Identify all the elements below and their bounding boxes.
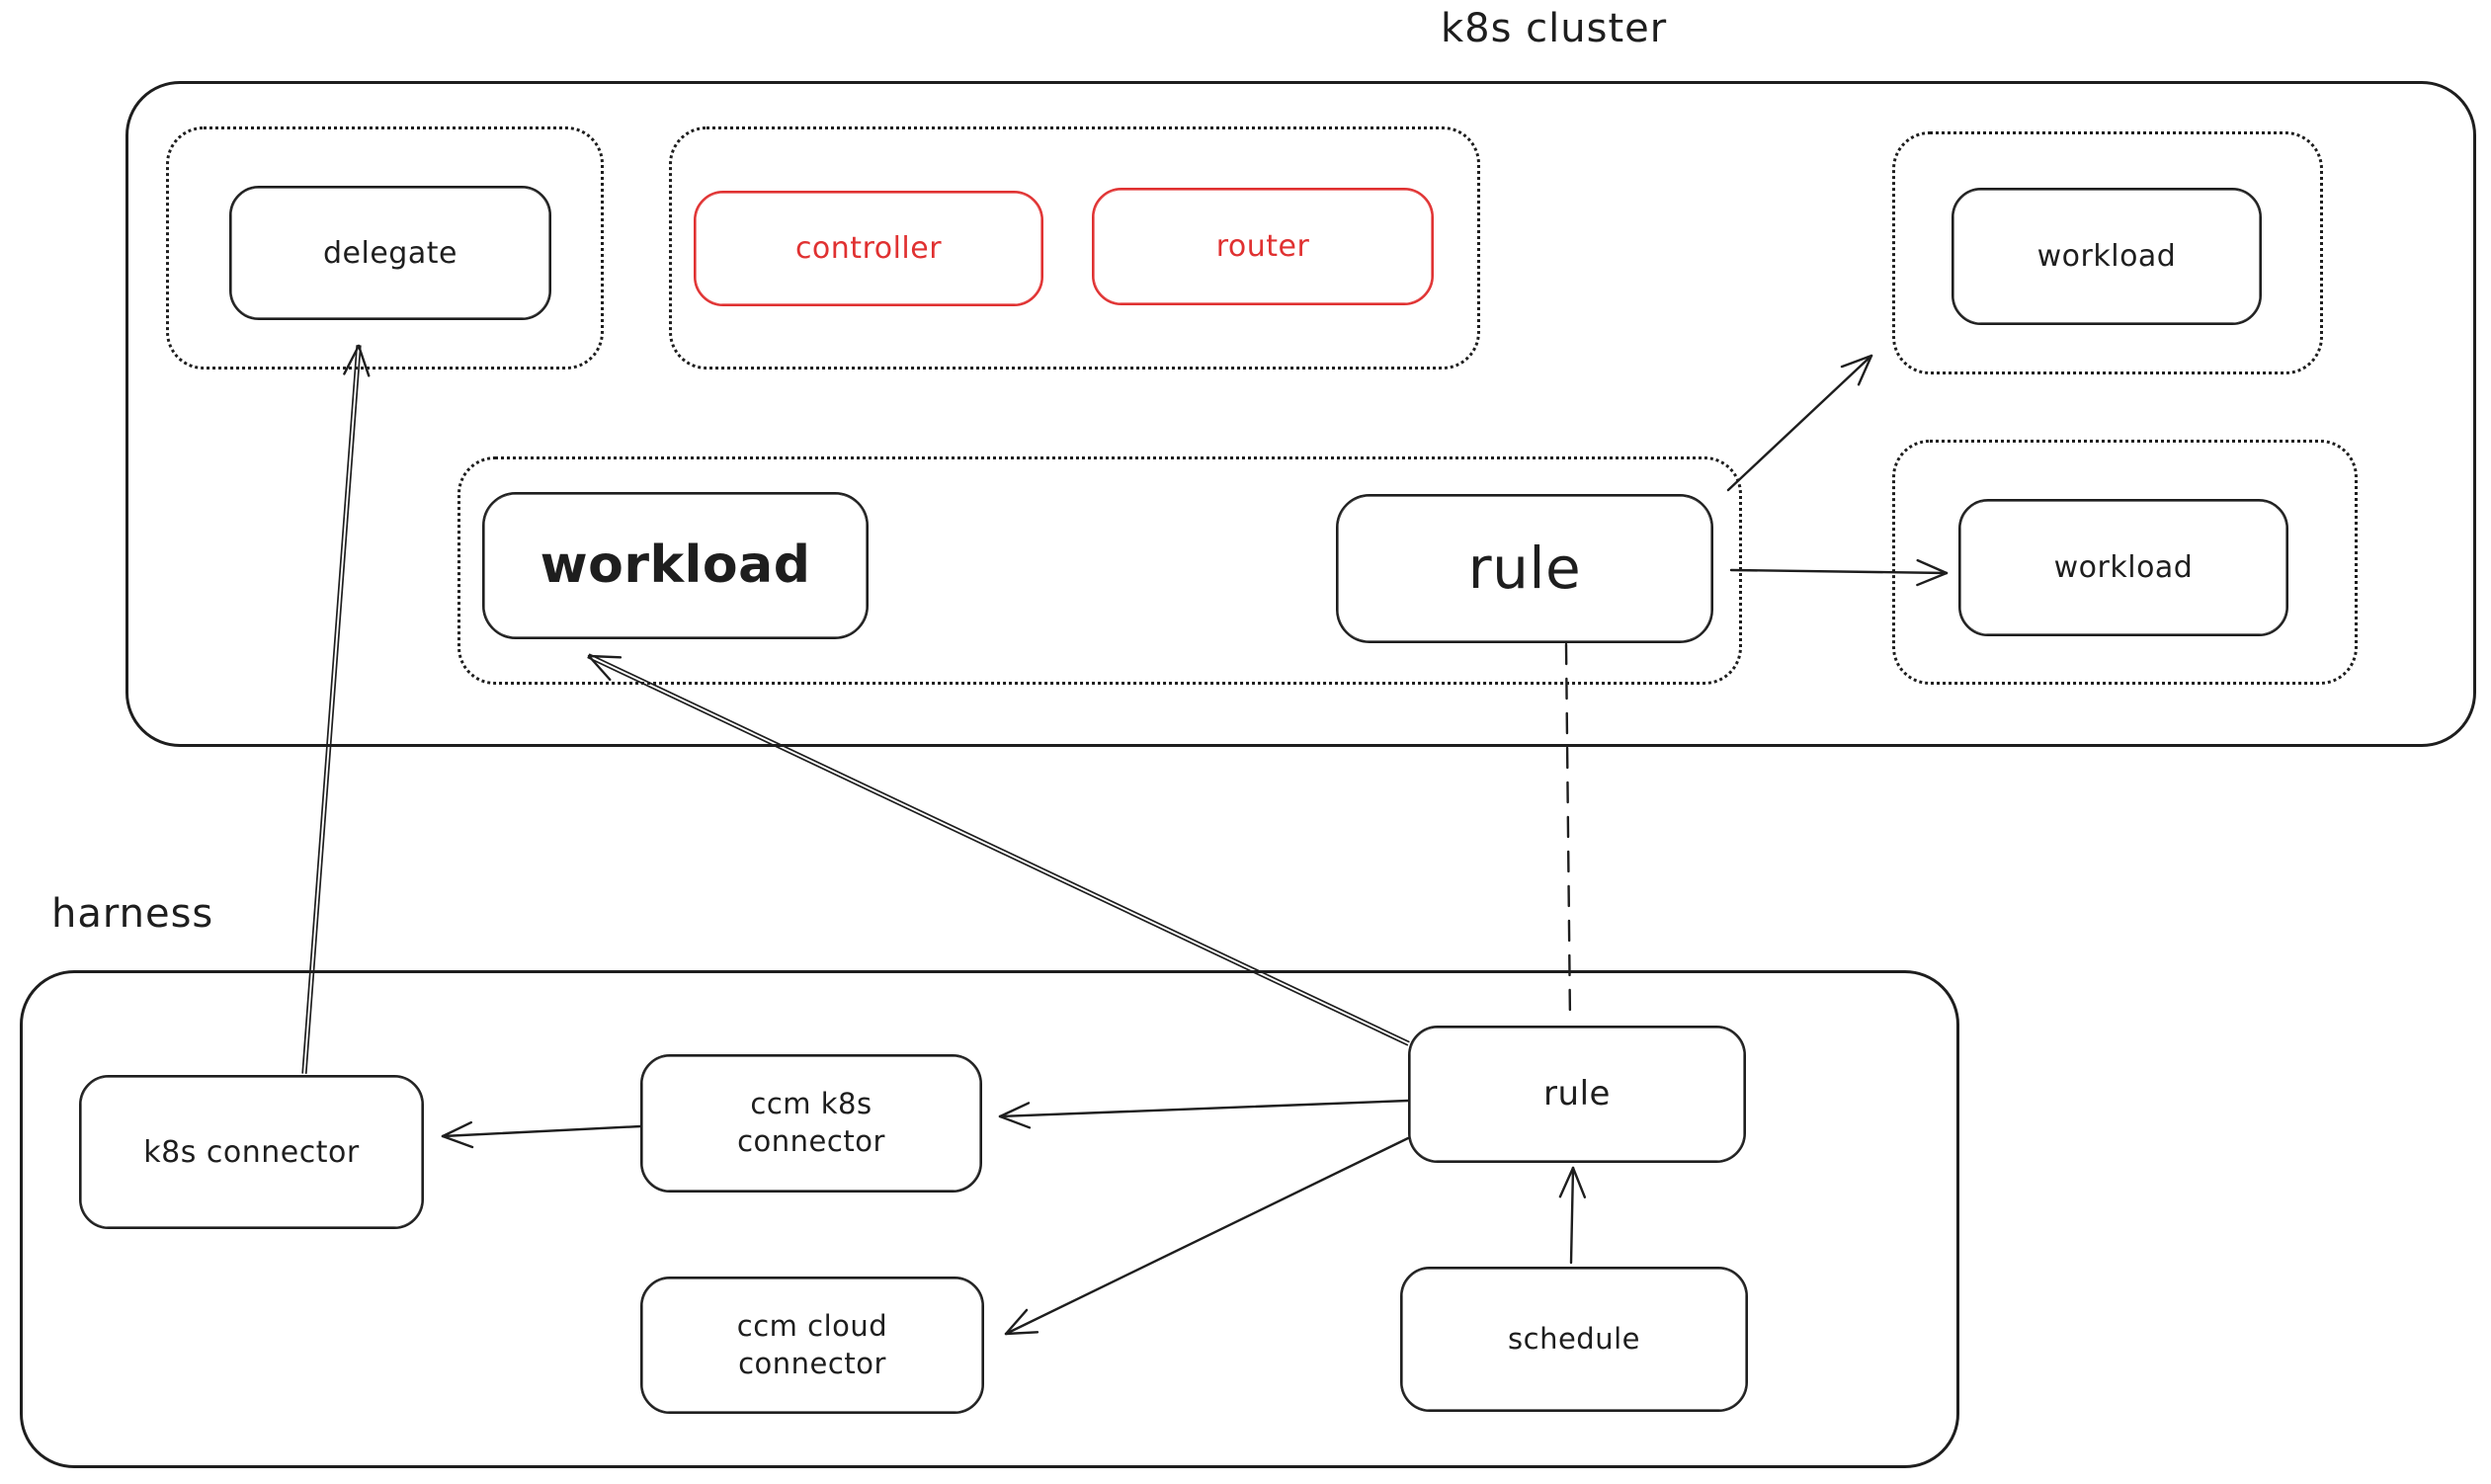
node-controller: controller: [694, 191, 1043, 306]
node-workload-main: workload: [482, 492, 869, 639]
node-k8s-connector-label: k8s connector: [143, 1134, 360, 1170]
node-workload-top-right-label: workload: [2036, 239, 2177, 274]
workload-top-right-group: [1892, 131, 2323, 374]
k8s-cluster-label: k8s cluster: [1441, 6, 1668, 51]
node-rule-cluster: rule: [1336, 494, 1713, 643]
node-ccm-k8s-connector: ccm k8s connector: [640, 1054, 982, 1193]
node-schedule-label: schedule: [1508, 1321, 1640, 1356]
delegate-group: [166, 126, 604, 370]
node-schedule: schedule: [1400, 1267, 1748, 1412]
node-workload-mid-right-label: workload: [2053, 550, 2194, 585]
node-router: router: [1092, 188, 1434, 305]
node-rule-cluster-label: rule: [1467, 534, 1582, 602]
node-rule-harness-label: rule: [1543, 1074, 1611, 1114]
node-router-label: router: [1215, 229, 1310, 264]
node-workload-mid-right: workload: [1958, 499, 2288, 636]
node-workload-main-label: workload: [540, 535, 811, 595]
node-ccm-k8s-connector-label: ccm k8s connector: [737, 1087, 885, 1158]
node-ccm-cloud-connector-label: ccm cloud connector: [736, 1308, 888, 1380]
node-rule-harness: rule: [1408, 1026, 1746, 1163]
node-delegate-label: delegate: [323, 235, 457, 271]
node-controller-label: controller: [794, 231, 943, 266]
harness-label: harness: [51, 891, 214, 937]
workload-mid-right-group: [1892, 440, 2358, 685]
node-k8s-connector: k8s connector: [79, 1075, 424, 1229]
controller-router-group: [669, 126, 1480, 370]
node-delegate: delegate: [229, 186, 551, 320]
node-workload-top-right: workload: [1951, 188, 2262, 325]
node-ccm-cloud-connector: ccm cloud connector: [640, 1277, 984, 1414]
